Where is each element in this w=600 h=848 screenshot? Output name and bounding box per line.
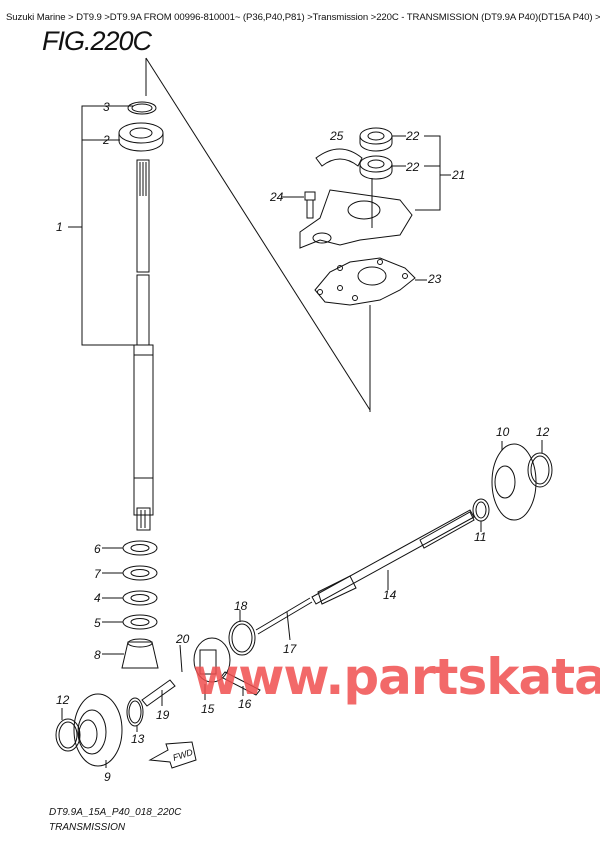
callout-10: 10	[496, 425, 510, 439]
callout-22a: 22	[405, 129, 420, 143]
callout-24: 24	[269, 190, 284, 204]
callout-8: 8	[94, 648, 101, 662]
callout-13: 13	[131, 732, 145, 746]
callout-15: 15	[201, 702, 215, 716]
callout-16: 16	[238, 697, 252, 711]
callout-25: 25	[329, 129, 344, 143]
callout-18: 18	[234, 599, 248, 613]
callout-4: 4	[94, 591, 101, 605]
callout-17: 17	[283, 642, 298, 656]
callout-6: 6	[94, 542, 101, 556]
callout-1: 1	[56, 220, 63, 234]
figure-caption: TRANSMISSION	[49, 822, 126, 833]
part-callouts: 1 2 3 4 5 6 7 8 9 10 11 12 12 13 14 15 1…	[56, 100, 550, 784]
callout-20: 20	[175, 632, 190, 646]
callout-12b: 12	[56, 693, 70, 707]
callout-2: 2	[102, 133, 110, 147]
callout-21: 21	[451, 168, 465, 182]
callout-3: 3	[103, 100, 110, 114]
callout-12a: 12	[536, 425, 550, 439]
callout-11: 11	[474, 530, 486, 544]
figure-title: FIG.220C	[42, 26, 152, 56]
watermark: www.partskatalog.ru	[193, 648, 600, 706]
callout-22b: 22	[405, 160, 420, 174]
breadcrumb[interactable]: Suzuki Marine > DT9.9 >DT9.9A FROM 00996…	[6, 12, 600, 23]
callout-9: 9	[104, 770, 111, 784]
figure-code: DT9.9A_15A_P40_018_220C	[49, 807, 182, 818]
callout-19: 19	[156, 708, 170, 722]
callout-5: 5	[94, 616, 101, 630]
callout-14: 14	[383, 588, 397, 602]
callout-23: 23	[427, 272, 442, 286]
callout-7: 7	[94, 567, 102, 581]
